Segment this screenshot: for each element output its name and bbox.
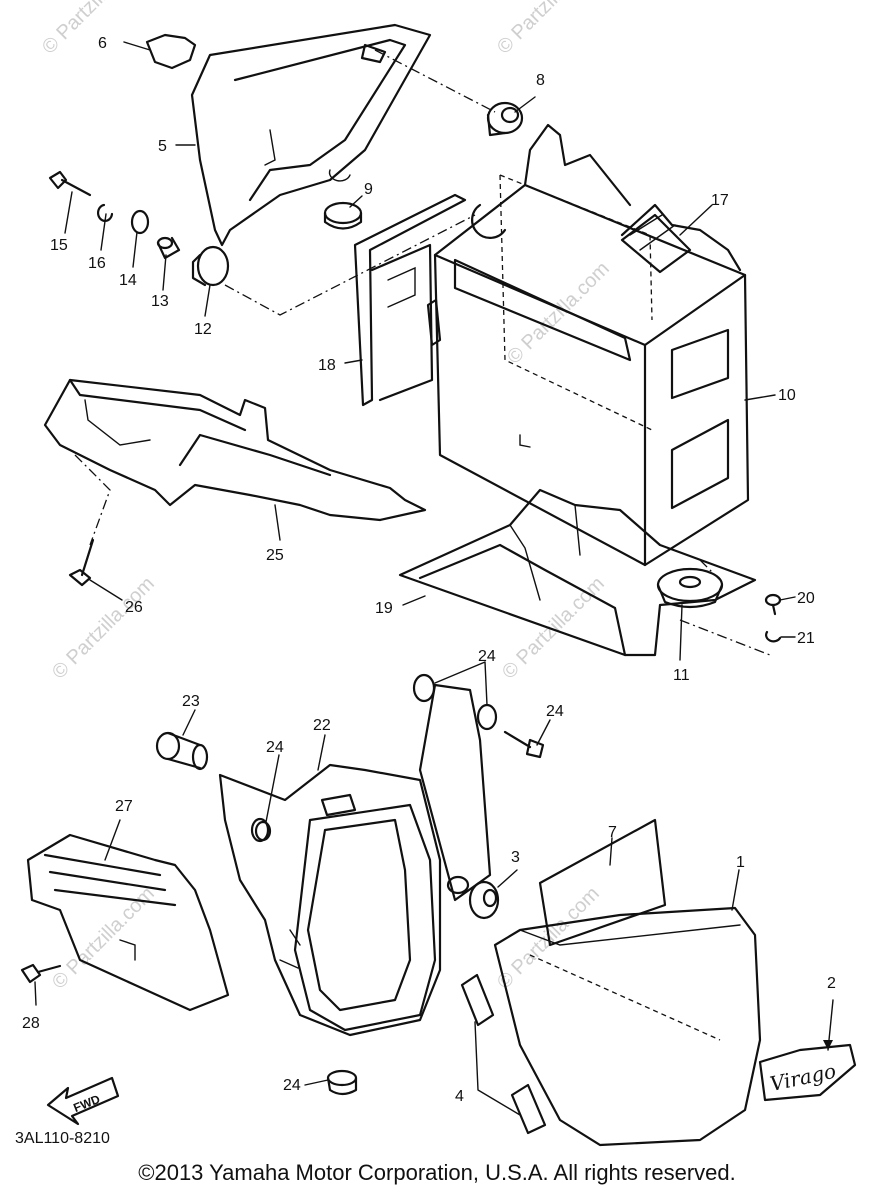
part-17-strip [620, 213, 692, 274]
part-10-battery-box [433, 123, 750, 567]
watermark: © Partzilla.com [38, 0, 149, 59]
callout-6: 6 [98, 35, 107, 52]
part-14-washer [130, 209, 150, 235]
part-1-side-cover [493, 906, 762, 1147]
callout-4: 4 [455, 1088, 464, 1105]
callout-21: 21 [797, 630, 815, 647]
callout-2: 2 [827, 975, 836, 992]
callout-14: 14 [119, 272, 137, 289]
part-4-damper [460, 973, 547, 1135]
part-15-bolt [48, 170, 92, 197]
fwd-arrow-icon: FWD [46, 1076, 120, 1126]
copyright-notice: ©2013 Yamaha Motor Corporation, U.S.A. A… [138, 1160, 736, 1185]
fwd-label: FWD [71, 1092, 102, 1115]
callout-7: 7 [608, 824, 617, 841]
part-22-tool-box [218, 683, 492, 1037]
callout-16: 16 [88, 255, 106, 272]
part-20-screw [764, 593, 782, 616]
callout-17: 17 [711, 192, 729, 209]
callout-29: 27 [115, 798, 133, 815]
callout-labels: 6 5 8 9 15 16 14 13 12 17 18 10 25 26 19… [15, 35, 836, 1147]
part-23-collar [155, 731, 209, 771]
part-28-bolt [68, 538, 95, 587]
callout-22: 22 [313, 717, 331, 734]
callout-11: 11 [673, 667, 690, 684]
part-24-washer [476, 703, 498, 731]
callout-5: 5 [158, 138, 167, 155]
watermark: © Partzilla.com [48, 883, 159, 994]
callout-10: 10 [778, 387, 796, 404]
part-16-washer [96, 203, 114, 222]
part-9-damper [323, 201, 363, 230]
part-13-collar [156, 236, 181, 260]
callout-12: 12 [194, 321, 212, 338]
watermark: © Partzilla.com [498, 573, 609, 684]
part-7-plate [538, 818, 667, 947]
part-24-washer [254, 820, 272, 842]
leader-lines [34, 41, 834, 1116]
part-2-emblem: Virago [758, 1043, 857, 1102]
watermark: © Partzilla.com [503, 258, 614, 369]
callout-25: 24 [546, 703, 564, 720]
part-26-damper [326, 1069, 358, 1096]
callout-20: 20 [797, 590, 815, 607]
callout-15: 15 [50, 237, 68, 254]
part-25-bolt [503, 730, 545, 759]
callout-24: 24 [266, 739, 284, 756]
part-11-damper [656, 567, 724, 609]
part-27-bracket [43, 378, 427, 522]
part-12-damper [191, 245, 230, 287]
callout-24: 24 [478, 648, 496, 665]
part-29-cover [26, 833, 230, 1012]
part-19-tray [398, 488, 757, 657]
part-5-side-cover-upper [190, 23, 432, 247]
emblem-text: Virago [768, 1059, 838, 1096]
callout-30: 28 [22, 1015, 40, 1032]
diagram-code: 3AL110-8210 [15, 1130, 110, 1147]
callout-23: 23 [182, 693, 200, 710]
callout-1: 1 [736, 854, 745, 871]
callout-8: 8 [536, 72, 545, 89]
callout-27: 25 [266, 547, 284, 564]
part-24-washer [412, 673, 436, 703]
watermark: © Partzilla.com [493, 0, 604, 59]
callout-13: 13 [151, 293, 169, 310]
assembly-lines [74, 49, 771, 656]
part-18-bracket [353, 193, 467, 407]
part-8-damper [486, 101, 524, 137]
callout-28: 26 [125, 599, 143, 616]
callout-19: 19 [375, 600, 393, 617]
part-6-grommet [145, 33, 197, 70]
watermark: © Partzilla.com [48, 573, 159, 684]
callout-9: 9 [364, 181, 373, 198]
callout-18: 18 [318, 357, 336, 374]
part-30-screw [20, 963, 62, 984]
part-21-washer [765, 630, 782, 643]
watermarks: © Partzilla.com © Partzilla.com © Partzi… [38, 0, 614, 994]
part-3-damper [468, 880, 500, 920]
callout-3: 3 [511, 849, 520, 866]
callout-26: 24 [283, 1077, 301, 1094]
